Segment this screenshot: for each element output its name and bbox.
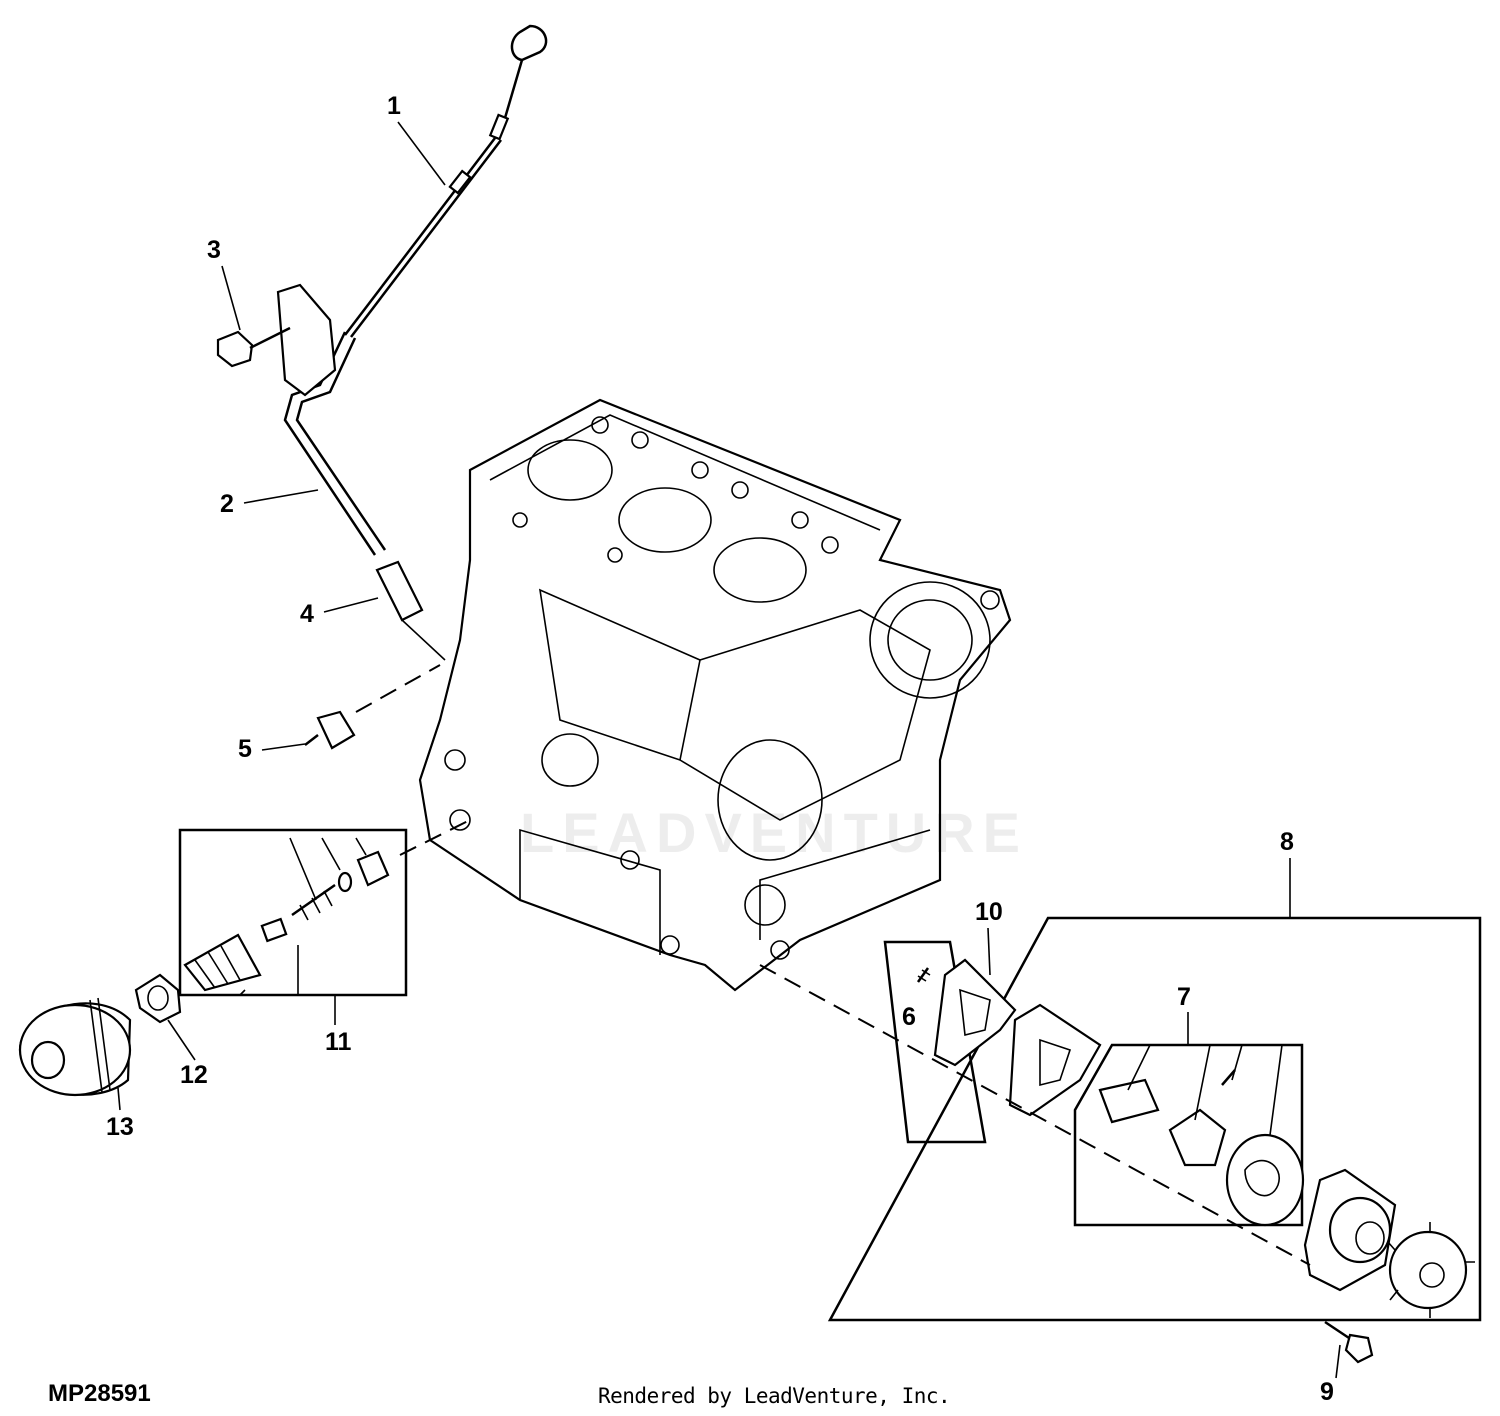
callout-9: 9 xyxy=(1320,1378,1334,1406)
nut-icon xyxy=(134,973,182,1024)
credit-text: Rendered by LeadVenture, Inc. xyxy=(598,1384,951,1408)
callout-2: 2 xyxy=(220,490,234,518)
cap-screw-icon xyxy=(1324,1320,1374,1364)
oil-filter-icon xyxy=(18,997,132,1097)
callout-1: 1 xyxy=(387,92,401,120)
relief-valve-icon xyxy=(183,850,390,992)
oil-pump-icon xyxy=(1303,1168,1475,1318)
dipstick-tube-icon xyxy=(276,283,387,556)
relief-valve-box xyxy=(178,828,408,997)
callout-12: 12 xyxy=(180,1061,208,1089)
callout-10: 10 xyxy=(975,898,1003,926)
engine-block-icon xyxy=(418,398,1012,992)
gasket-box xyxy=(883,940,987,1144)
oil-pump-rotor-icon xyxy=(1098,1069,1305,1227)
oil-pressure-switch-icon xyxy=(304,710,356,750)
callout-11: 11 xyxy=(325,1028,352,1056)
fitting-icon xyxy=(375,560,446,661)
callout-13: 13 xyxy=(106,1113,134,1141)
dipstick-icon xyxy=(344,24,548,338)
gasket-icon xyxy=(933,958,1017,1067)
oil-pump-box xyxy=(827,916,1482,1322)
stud-icon xyxy=(916,967,931,983)
callout-5: 5 xyxy=(238,735,252,763)
callout-7: 7 xyxy=(1177,983,1191,1011)
callout-4: 4 xyxy=(300,600,314,628)
callout-3: 3 xyxy=(207,236,221,264)
watermark-text: LEADVENTURE xyxy=(520,801,1029,864)
cap-screw-icon xyxy=(216,326,291,368)
figure-id: MP28591 xyxy=(48,1380,151,1407)
callout-6: 6 xyxy=(902,1003,916,1031)
callout-8: 8 xyxy=(1280,828,1294,856)
